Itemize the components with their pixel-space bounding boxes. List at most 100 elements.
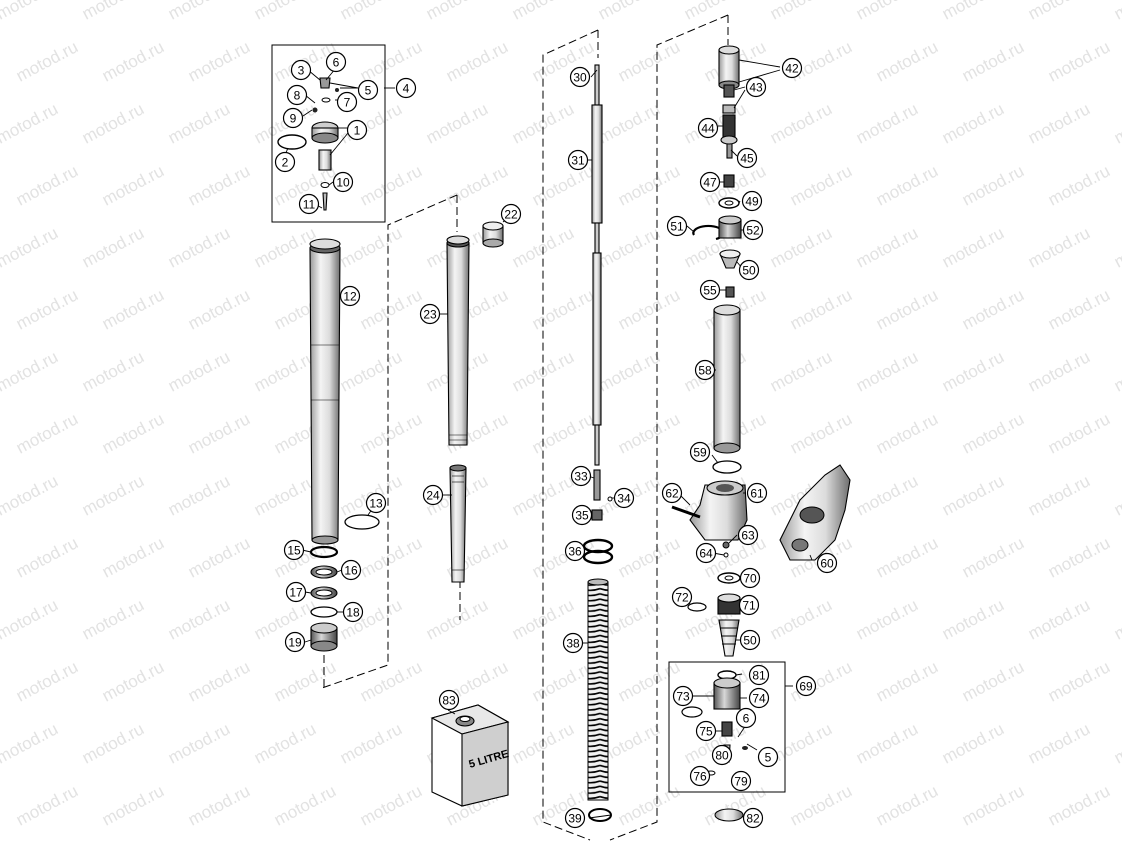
watermark-text: motod.ru [767,223,835,271]
fork-seals [309,514,380,652]
callout-59: 59 [689,441,711,463]
fork-spring [587,578,609,801]
callout-45: 45 [736,147,758,169]
callout-circle [748,687,770,709]
watermark-text: motod.ru [1111,719,1122,767]
callout-circle [689,441,711,463]
callout-number: 79 [734,775,748,789]
watermark-text: motod.ru [423,0,491,24]
watermark-text: motod.ru [615,37,683,85]
callout-circle [419,303,441,325]
callout-5: 5 [757,746,779,768]
callout-circle [284,631,306,653]
callout-81: 81 [748,664,770,686]
watermark-text: motod.ru [165,595,233,643]
callout-58: 58 [694,359,716,381]
callout-44: 44 [697,117,719,139]
callout-number: 1 [354,124,361,138]
callout-number: 43 [749,81,763,95]
callout-55: 55 [699,279,721,301]
watermark-text: motod.ru [337,347,405,395]
watermark-text: motod.ru [0,719,61,767]
watermark-text: motod.ru [13,285,81,333]
callout-circle [738,594,760,616]
watermark-text: motod.ru [0,223,61,271]
callout-number: 17 [289,586,303,600]
callout-number: 38 [566,637,580,651]
callout-number: 55 [703,284,717,298]
callout-number: 15 [287,544,301,558]
callout-number: 64 [699,547,713,561]
callout-1: 1 [346,119,368,141]
watermark-text: motod.ru [595,0,663,24]
callout-circle [711,744,733,766]
callout-76: 76 [689,765,711,787]
callout-10: 10 [332,171,354,193]
callout-circle [570,465,592,487]
callout-number: 39 [568,812,582,826]
callout-number: 6 [743,712,750,726]
callout-circle [564,807,586,829]
callout-number: 18 [346,606,360,620]
callout-18: 18 [342,601,364,623]
watermark-text: motod.ru [595,223,663,271]
callout-number: 75 [699,725,713,739]
callout-60: 60 [816,552,838,574]
watermark-text: motod.ru [787,285,855,333]
callout-31: 31 [567,149,589,171]
watermark-text: motod.ru [939,347,1007,395]
watermark-text: motod.ru [13,409,81,457]
watermark-text: motod.ru [853,0,921,24]
outer-fork-tube [309,238,341,545]
watermark-text: motod.ru [79,223,147,271]
watermark-text: motod.ru [79,595,147,643]
watermark-text: motod.ru [185,533,253,581]
watermark-text: motod.ru [165,347,233,395]
callout-circle [748,664,770,686]
watermark-text: motod.ru [1111,99,1122,147]
callout-33: 33 [570,465,592,487]
callout-51: 51 [666,215,688,237]
watermark-text: motod.ru [0,347,61,395]
callout-circle [816,552,838,574]
watermark-text: motod.ru [185,781,253,829]
callout-number: 5 [765,751,772,765]
callout-circle [795,675,817,697]
valve-group-frame [668,661,786,793]
callout-number: 83 [442,694,456,708]
callout-38: 38 [562,632,584,654]
callout-layer: 1234567891011121315161718192223243031333… [274,51,838,829]
callout-circle [283,539,305,561]
callout-number: 11 [303,198,316,212]
watermark-text: motod.ru [0,0,61,24]
callout-circle [562,632,584,654]
callout-number: 70 [743,572,757,586]
callout-6: 6 [735,707,757,729]
watermark-text: motod.ru [271,657,339,705]
watermark-text: motod.ru [185,285,253,333]
callout-73: 73 [672,685,694,707]
callout-number: 13 [369,497,383,511]
callout-69: 69 [795,675,817,697]
callout-number: 34 [617,492,631,506]
callout-circle [336,91,358,113]
watermark-text: motod.ru [767,0,835,24]
callout-number: 24 [426,489,440,503]
watermark-text: motod.ru [959,285,1027,333]
watermark-text: motod.ru [873,657,941,705]
watermark-text: motod.ru [0,99,61,147]
watermark-text: motod.ru [529,657,597,705]
callout-circle [689,765,711,787]
callout-number: 59 [693,446,707,460]
watermark-text: motod.ru [1045,781,1113,829]
callout-11: 11 [298,193,320,215]
watermark-text: motod.ru [529,533,597,581]
top-cap-assembly [277,77,339,211]
callout-34: 34 [613,487,635,509]
callout-circle [285,581,307,603]
callout-circle [672,685,694,707]
callout-circle [339,285,361,307]
callout-number: 44 [701,122,715,136]
watermark-text: motod.ru [873,37,941,85]
